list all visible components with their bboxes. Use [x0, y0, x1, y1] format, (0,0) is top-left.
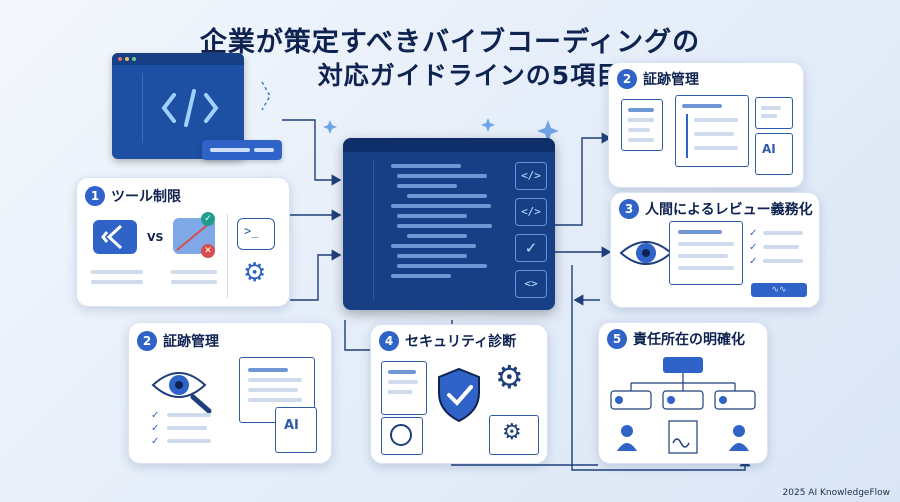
card-evidence-right: 2 証跡管理 AI: [608, 62, 804, 188]
checklist-icon: ✓ ✓ ✓: [151, 410, 160, 447]
check-icon: ✓: [515, 234, 547, 262]
code-angle-icon: <>: [515, 270, 547, 298]
page-title: 企業が策定すべきバイブコーディングの 対応ガイドラインの5項目: [180, 26, 720, 91]
wrench-gear-icon: ⚙: [495, 358, 524, 396]
org-chart: [610, 357, 756, 454]
card-title: 証跡管理: [163, 334, 219, 350]
settings-document-icon: [755, 97, 793, 129]
number-badge: 5: [607, 329, 627, 349]
card-title: セキュリティ診断: [405, 334, 517, 350]
code-tag-icon: </>: [515, 162, 547, 190]
vscode-icon: [93, 220, 137, 254]
eye-magnifier-icon: [149, 359, 221, 415]
title-line-2: 対応ガイドラインの5項目: [317, 60, 623, 90]
title-line-1: 企業が策定すべきバイブコーディングの: [199, 27, 701, 58]
check-badge-icon: ✓: [201, 212, 215, 226]
number-badge: 3: [619, 199, 639, 219]
card-header: 2 証跡管理: [617, 69, 699, 89]
card-title: 証跡管理: [643, 72, 699, 88]
card-header: 3 人間によるレビュー義務化: [619, 199, 813, 219]
central-code-editor: </> </> ✓ <>: [343, 138, 555, 310]
number-badge: 1: [85, 186, 105, 206]
card-title: ツール制限: [111, 189, 181, 205]
settings-window-icon: ⚙: [489, 415, 539, 455]
number-badge: 2: [617, 69, 637, 89]
card-header: 4 セキュリティ診断: [379, 331, 516, 351]
terminal-icon: >_: [237, 218, 275, 250]
card-tool-restriction: 1 ツール制限 VS ✓ ✕ >_ ⚙: [76, 177, 290, 307]
footer-credit: 2025 AI KnowledgeFlow: [782, 488, 890, 498]
code-document-icon: [381, 361, 427, 415]
timeline-document-icon: [675, 95, 749, 167]
card-title: 人間によるレビュー義務化: [645, 202, 813, 218]
card-responsibility: 5 責任所在の明確化: [598, 322, 768, 464]
card-header: 2 証跡管理: [137, 331, 219, 351]
gear-icon: ⚙: [243, 258, 267, 288]
eye-icon: [619, 229, 673, 277]
card-human-review: 3 人間によるレビュー義務化 ✓ ✓ ✓ ∿∿: [610, 192, 820, 308]
card-security: 4 セキュリティ診断 ⚙ ⚙: [370, 324, 548, 464]
card-header: 1 ツール制限: [85, 186, 181, 206]
code-brackets-icon: [160, 83, 220, 133]
code-tag-icon: </>: [515, 198, 547, 226]
number-badge: 2: [137, 331, 157, 351]
checklist-icon: ✓ ✓ ✓: [749, 228, 758, 267]
code-window-bar: [202, 140, 282, 160]
card-header: 5 責任所在の明確化: [607, 329, 745, 349]
number-badge: 4: [379, 331, 399, 351]
card-evidence-left: 2 証跡管理 ✓ ✓ ✓ AI: [128, 322, 332, 464]
ai-document-icon: AI: [755, 133, 793, 175]
scan-document-icon: [381, 417, 423, 455]
error-badge-icon: ✕: [201, 244, 215, 258]
code-window-small: [112, 53, 244, 159]
card-title: 責任所在の明確化: [633, 332, 745, 348]
review-document-icon: [669, 221, 743, 285]
signature-bar: ∿∿: [751, 283, 807, 297]
ai-document-icon: AI: [275, 407, 317, 453]
vs-label: VS: [147, 231, 164, 244]
shield-icon: [435, 367, 483, 423]
document-icon: [621, 99, 663, 151]
